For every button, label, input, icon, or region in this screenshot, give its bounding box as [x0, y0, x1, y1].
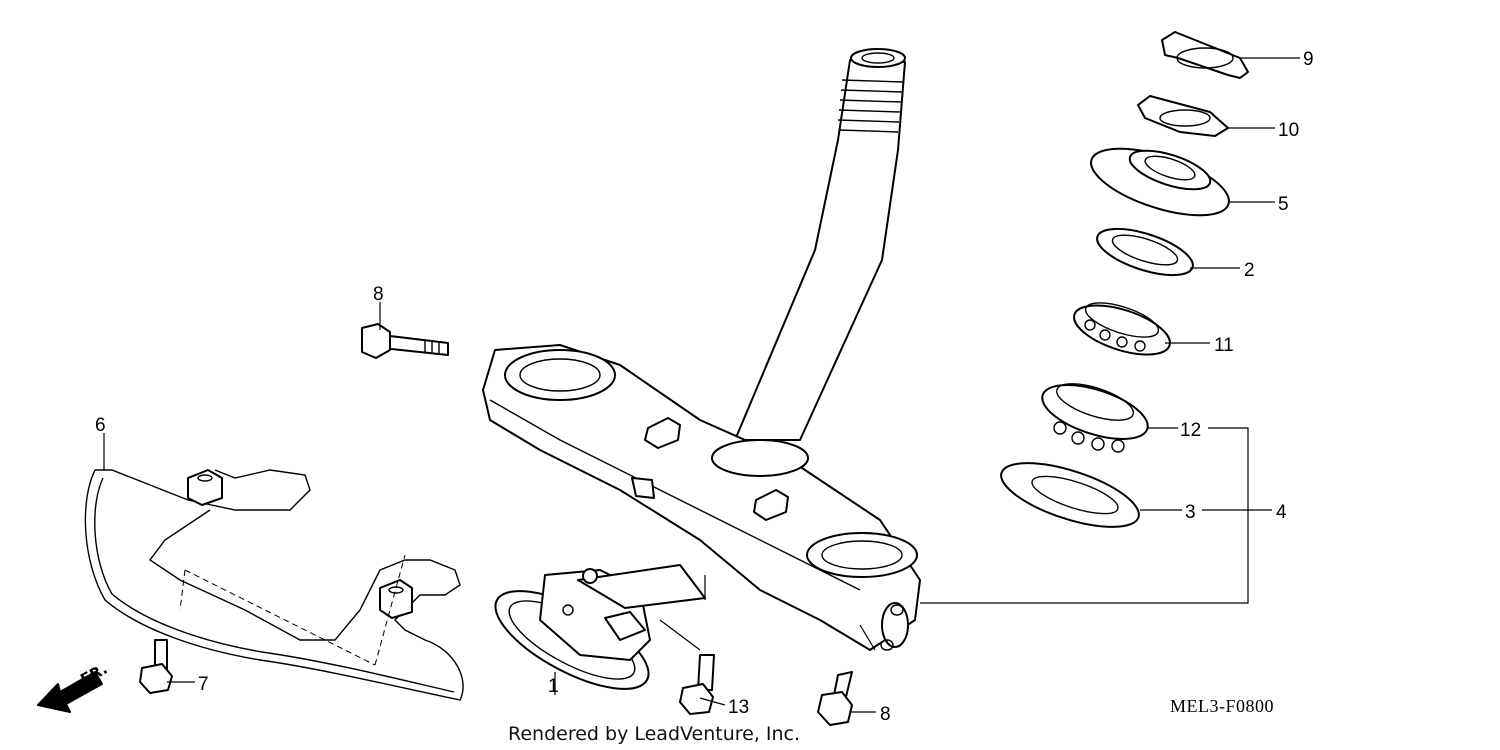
bolt-13 — [679, 654, 715, 715]
callout-8-lower: 8 — [880, 704, 891, 725]
callout-2: 2 — [1244, 260, 1255, 281]
reference-code: MEL3-F0800 — [1170, 696, 1274, 716]
callout-7: 7 — [198, 674, 209, 695]
callout-4: 4 — [1276, 502, 1287, 523]
callout-12: 12 — [1180, 420, 1201, 441]
upper-bearing-11 — [1073, 302, 1171, 356]
horn-1 — [494, 564, 706, 690]
bolt-8-upper — [361, 323, 449, 359]
dust-seal-2 — [1096, 227, 1194, 277]
credit-text: Rendered by LeadVenture, Inc. — [508, 723, 800, 745]
front-arrow: FR. — [37, 660, 110, 713]
callout-11: 11 — [1214, 335, 1234, 356]
adjusting-nut-5 — [1090, 147, 1230, 217]
lock-washer-10 — [1137, 95, 1229, 137]
locknut-9 — [1161, 31, 1249, 79]
bolt-8-lower — [817, 671, 853, 726]
callout-6: 6 — [95, 415, 106, 436]
callout-8-upper: 8 — [373, 284, 384, 305]
callout-3: 3 — [1185, 502, 1196, 523]
leader-lines — [103, 57, 1300, 713]
harness-6 — [84, 469, 464, 701]
dust-seal-3 — [1000, 462, 1140, 528]
callout-10: 10 — [1278, 120, 1299, 141]
callout-13: 13 — [728, 697, 749, 718]
callout-1: 1 — [548, 676, 559, 697]
steering-stem-assembly — [482, 48, 921, 651]
lower-bearing-12 — [1041, 383, 1149, 453]
bolt-7 — [139, 639, 173, 694]
callout-5: 5 — [1278, 194, 1289, 215]
callout-9: 9 — [1303, 49, 1314, 70]
